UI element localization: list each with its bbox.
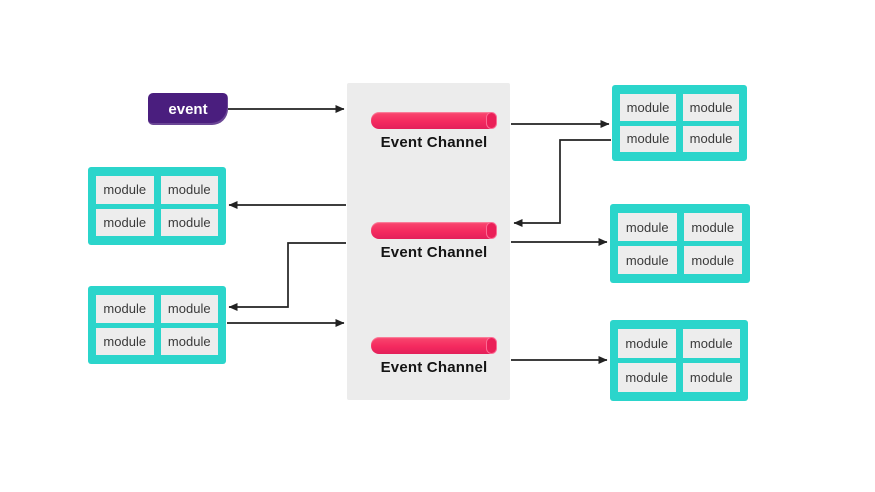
event-channel-3: Event Channel: [371, 337, 497, 376]
event-channel-2-pipe: [371, 222, 497, 239]
module-group-left-bottom: module module module module: [88, 286, 226, 364]
event-channel-1: Event Channel: [371, 112, 497, 151]
event-channel-2-label: Event Channel: [380, 244, 488, 261]
module-cell: module: [683, 213, 742, 241]
event-label: event: [168, 100, 208, 118]
module-cell: module: [160, 176, 218, 204]
module-cell: module: [160, 295, 218, 323]
module-cell: module: [96, 327, 154, 355]
connector-channel-2-to-group-left-bottom: [228, 242, 346, 311]
event-channel-3-label: Event Channel: [380, 359, 488, 376]
module-cell: module: [618, 329, 676, 358]
module-cell: module: [683, 246, 742, 274]
module-cell: module: [160, 327, 218, 355]
module-cell: module: [620, 125, 676, 152]
module-cell: module: [682, 363, 740, 392]
module-cell: module: [683, 125, 739, 152]
pipe-cap-icon: [486, 337, 497, 354]
module-cell: module: [682, 329, 740, 358]
module-cell: module: [96, 208, 154, 236]
module-group-right-middle: module module module module: [610, 204, 750, 283]
connector-group-right-top-to-channel-2: [513, 139, 611, 227]
module-cell: module: [618, 213, 677, 241]
module-cell: module: [96, 176, 154, 204]
module-cell: module: [96, 295, 154, 323]
module-cell: module: [620, 94, 676, 121]
event-channel-1-pipe: [371, 112, 497, 129]
event-channel-3-pipe: [371, 337, 497, 354]
module-cell: module: [618, 246, 677, 274]
module-cell: module: [683, 94, 739, 121]
module-cell: module: [160, 208, 218, 236]
pipe-cap-icon: [486, 112, 497, 129]
module-group-right-bottom: module module module module: [610, 320, 748, 401]
event-box: event: [148, 93, 228, 125]
event-channel-1-label: Event Channel: [380, 134, 488, 151]
pipe-cap-icon: [486, 222, 497, 239]
module-cell: module: [618, 363, 676, 392]
event-channel-2: Event Channel: [371, 222, 497, 261]
module-group-left-middle: module module module module: [88, 167, 226, 245]
module-group-right-top: module module module module: [612, 85, 747, 161]
